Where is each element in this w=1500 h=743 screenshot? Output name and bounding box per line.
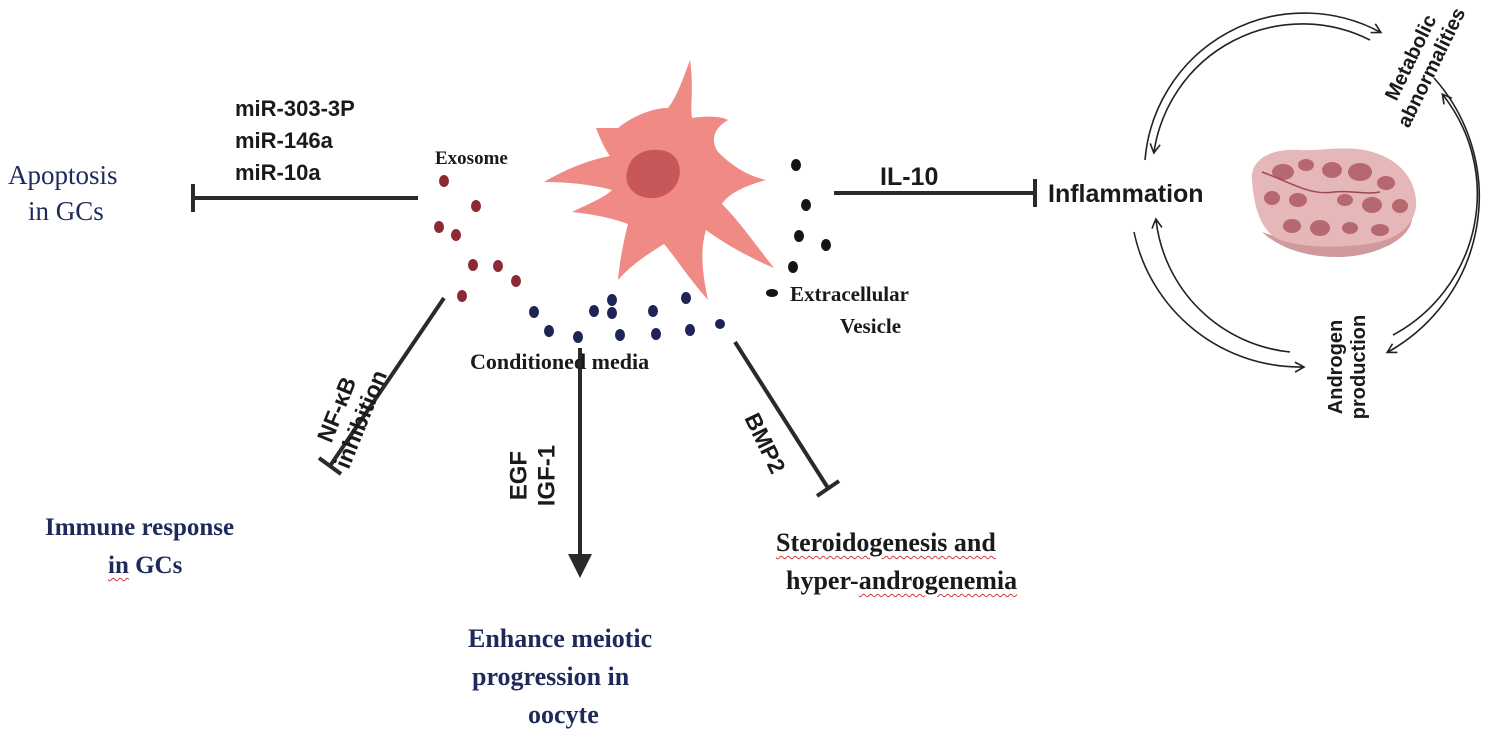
meiotic-label-1: Enhance meiotic	[468, 624, 653, 653]
igf1-label: IGF-1	[533, 444, 560, 507]
egf-label: EGF	[505, 450, 533, 501]
extracellular-vesicle-dots	[766, 159, 831, 297]
steroid-label-1: Steroidogenesis and	[776, 528, 996, 558]
exosome-dots	[434, 175, 521, 302]
steroid-label-1-text: Steroidogenesis and	[776, 528, 996, 557]
growth-factors-label: EGF IGF-1	[505, 421, 560, 531]
androgen-label: Androgen production	[1325, 307, 1371, 427]
immune-label-2: in GCs	[108, 552, 182, 581]
il10-label: IL-10	[880, 163, 939, 191]
androgen-label-line-1: Androgen	[1325, 319, 1347, 415]
cycle-arrows	[1133, 12, 1481, 373]
mirna-label-2: miR-146a	[235, 128, 333, 153]
immune-label-2-prefix: in	[108, 552, 129, 579]
extracellular-label-1: Extracellular	[790, 282, 909, 306]
conditioned-media-label: Conditioned media	[470, 349, 650, 374]
extracellular-label-2: Vesicle	[840, 314, 902, 338]
apoptosis-label-1: Apoptosis	[8, 160, 118, 190]
androgen-label-line-2: production	[1348, 314, 1370, 420]
arrowhead-icon	[568, 554, 592, 578]
ovary-icon	[1251, 148, 1417, 258]
meiotic-label-2: progression in	[472, 662, 630, 691]
apoptosis-label-2: in GCs	[28, 196, 104, 226]
mirna-label-3: miR-10a	[235, 160, 321, 185]
stem-cell-icon	[544, 60, 774, 300]
exosome-label: Exosome	[435, 148, 508, 169]
conditioned-media-dots	[529, 292, 725, 343]
steroid-label-2-prefix: hyper-	[786, 566, 859, 595]
steroid-label-2-suffix: androgenemia	[858, 566, 1018, 595]
steroid-label-2: hyper-androgenemia	[786, 566, 1017, 596]
immune-label-2-suffix: GCs	[135, 552, 183, 579]
inflammation-label: Inflammation	[1048, 180, 1204, 208]
connectors	[191, 179, 1037, 556]
immune-label-1: Immune response	[45, 514, 235, 541]
mirna-label-1: miR-303-3P	[235, 96, 355, 121]
meiotic-label-3: oocyte	[528, 700, 599, 729]
